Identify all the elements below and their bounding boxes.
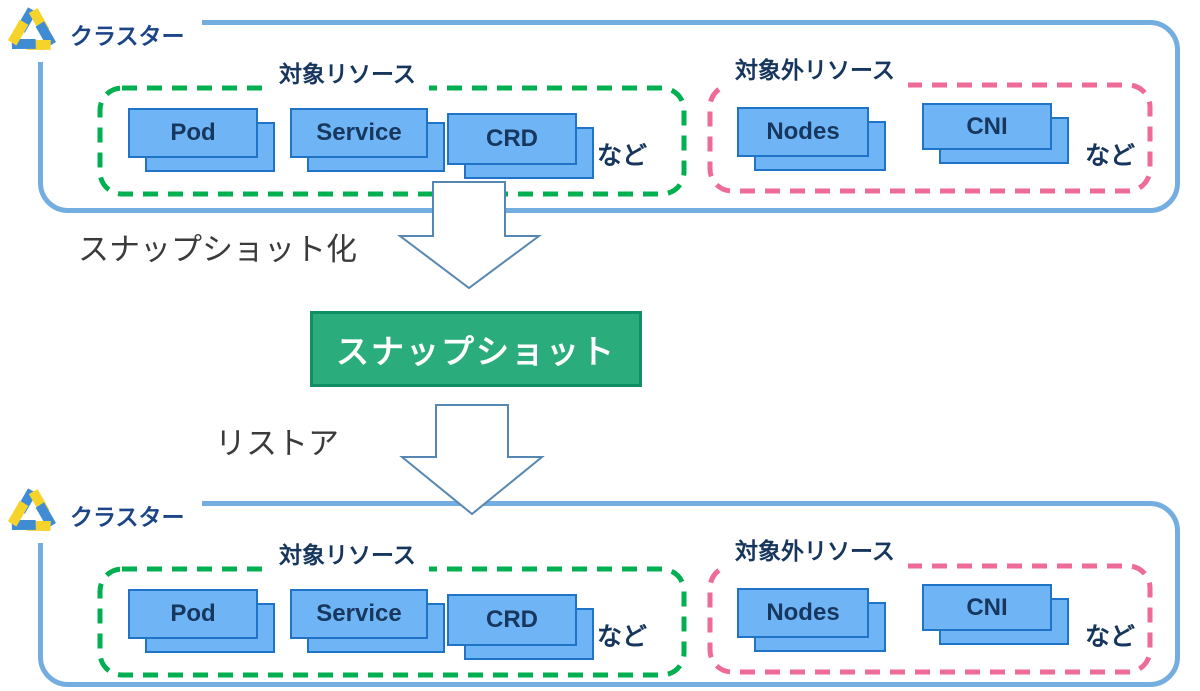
etc-label: など — [1085, 142, 1136, 170]
kubernetes-cluster-logo-icon — [4, 5, 60, 64]
cluster-frame — [38, 20, 1180, 213]
resource-label: CNI — [922, 584, 1052, 631]
kubernetes-cluster-logo-icon — [4, 486, 60, 545]
target-resources-box — [97, 566, 687, 678]
cluster-label: クラスター — [70, 23, 185, 49]
snapshotize-label: スナップショット化 — [78, 232, 357, 267]
etc-label: など — [1085, 623, 1136, 651]
resource-stack-pod: Pod — [128, 589, 275, 653]
resource-stack-crd: CRD — [447, 594, 594, 660]
resource-label: Service — [290, 108, 428, 158]
down-arrow-snapshot-icon — [397, 181, 543, 290]
cluster-label-block: クラスター — [4, 487, 202, 543]
resource-label: Nodes — [737, 588, 869, 638]
resource-label: Service — [290, 589, 428, 639]
cluster-frame — [38, 501, 1180, 687]
restore-label: リストア — [215, 426, 339, 461]
resource-stack-cni: CNI — [922, 584, 1069, 645]
excluded-resources-box — [707, 82, 1153, 194]
resource-stack-nodes: Nodes — [737, 588, 886, 652]
resource-label: CRD — [447, 594, 577, 646]
resource-stack-pod: Pod — [128, 108, 275, 172]
target-resources-box — [97, 85, 687, 197]
target-resources-title: 対象リソース — [266, 535, 429, 575]
excluded-resources-title: 対象外リソース — [722, 50, 908, 90]
etc-label: など — [597, 142, 648, 170]
resource-stack-service: Service — [290, 589, 445, 653]
restored-cluster: クラスター 対象リソース Pod Service CRD など 対象外リソース … — [0, 481, 1200, 691]
resource-label: Nodes — [737, 107, 869, 157]
snapshot-box: スナップショット — [310, 311, 642, 387]
etc-label: など — [597, 623, 648, 651]
resource-stack-crd: CRD — [447, 113, 594, 179]
target-resources-title: 対象リソース — [266, 54, 429, 94]
excluded-resources-box — [707, 563, 1153, 675]
resource-label: Pod — [128, 108, 258, 158]
excluded-resources-title: 対象外リソース — [722, 531, 908, 571]
source-cluster: クラスター 対象リソース Pod Service CRD など 対象外リソース … — [0, 0, 1200, 215]
resource-label: CNI — [922, 103, 1052, 150]
down-arrow-restore-icon — [399, 404, 545, 516]
resource-stack-nodes: Nodes — [737, 107, 886, 171]
resource-label: CRD — [447, 113, 577, 165]
cluster-label: クラスター — [70, 504, 185, 530]
resource-label: Pod — [128, 589, 258, 639]
cluster-label-block: クラスター — [4, 6, 202, 62]
resource-stack-cni: CNI — [922, 103, 1069, 164]
resource-stack-service: Service — [290, 108, 445, 172]
